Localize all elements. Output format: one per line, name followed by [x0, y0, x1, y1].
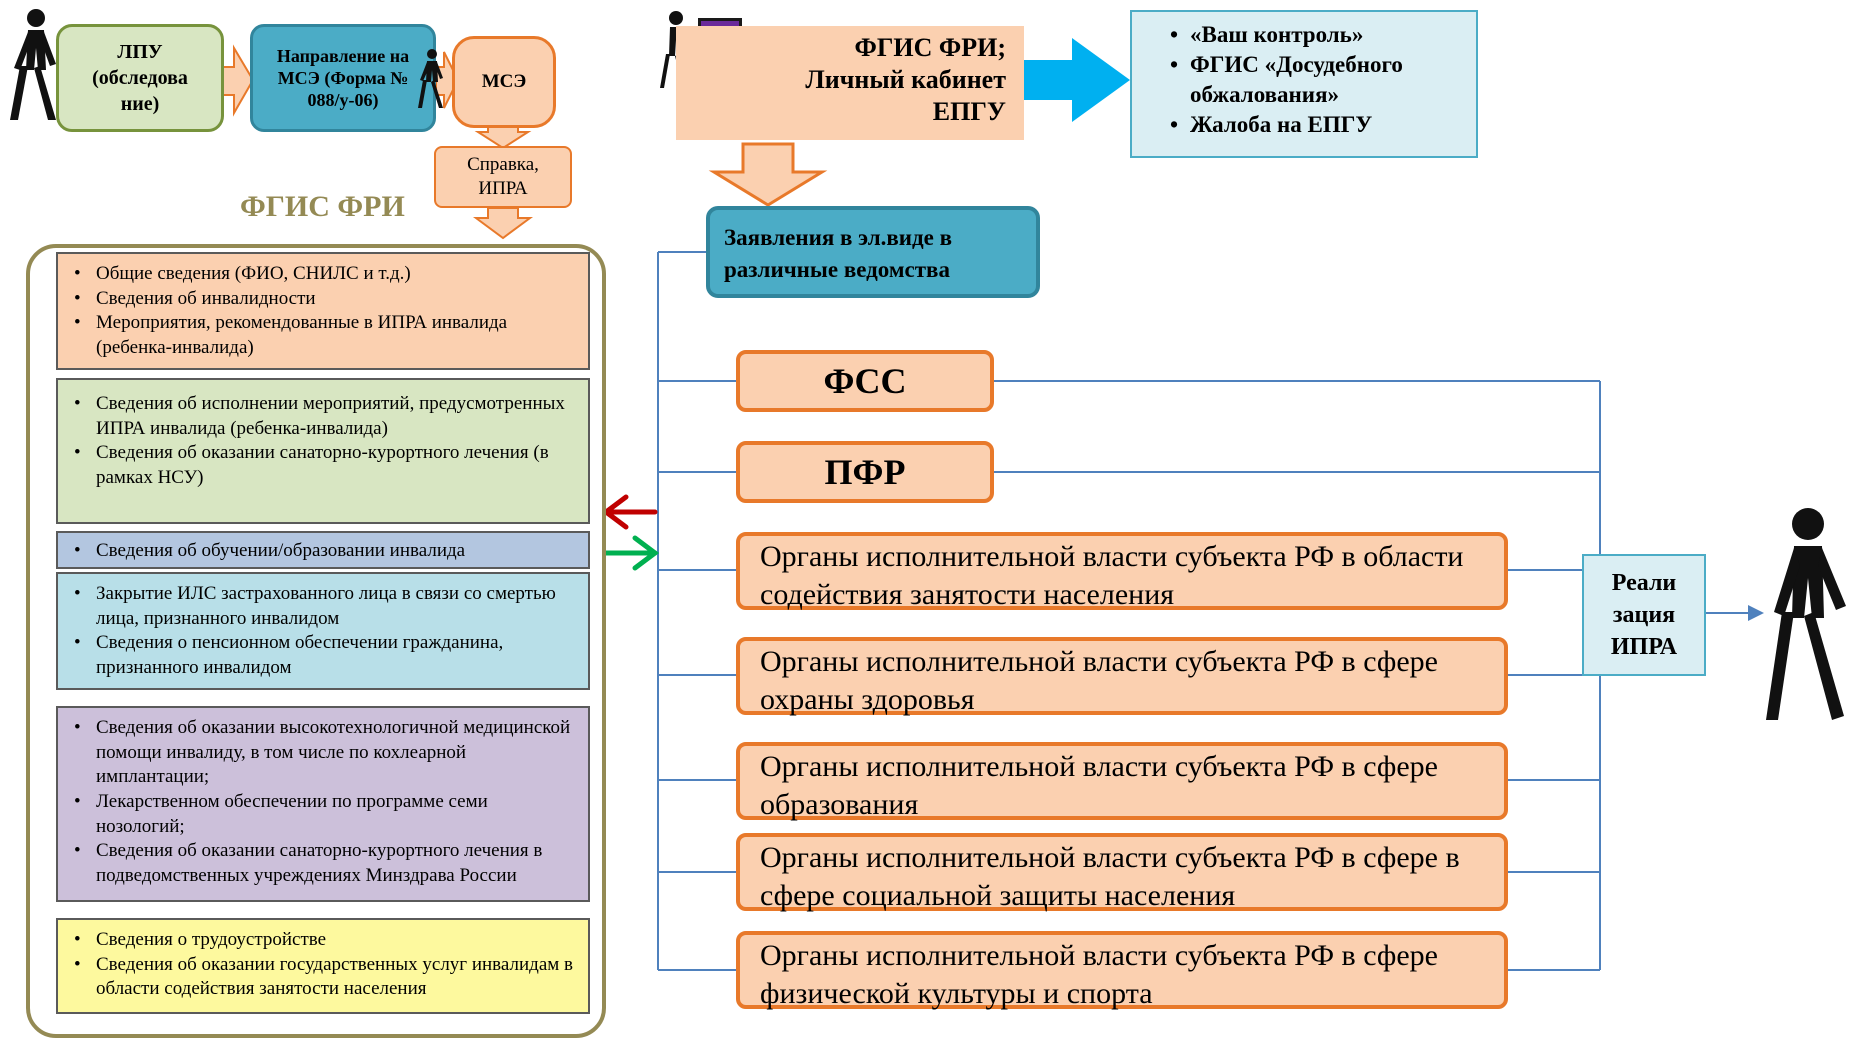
fgis-fri-title: ФГИС ФРИ — [240, 190, 405, 223]
cabinet-box: ФГИС ФРИ; Личный кабинет ЕПГУ — [676, 26, 1024, 140]
org-box-sport: Органы исполнительной власти субъекта РФ… — [736, 931, 1508, 1010]
panel-section-employment: Сведения о трудоустройстве Сведения об о… — [56, 918, 590, 1014]
org-box-education: Органы исполнительной власти субъекта РФ… — [736, 742, 1508, 821]
panel-section-education: Сведения об обучении/образовании инвалид… — [56, 531, 590, 569]
org-box-health: Органы исполнительной власти субъекта РФ… — [736, 637, 1508, 716]
result-arrowhead — [1748, 605, 1764, 621]
pfr-box: ПФР — [736, 441, 994, 503]
panel-section-pension: Закрытие ИЛС застрахованного лица в связ… — [56, 572, 590, 690]
red-arrow — [601, 494, 658, 530]
list-item: Сведения об оказании санаторно-курортног… — [74, 839, 578, 888]
panel-section-execution: Сведения об исполнении мероприятий, пред… — [56, 378, 590, 524]
complaint-item: «Ваш контроль» — [1170, 20, 1466, 50]
list-item: Закрытие ИЛС застрахованного лица в связ… — [74, 582, 578, 631]
org-label: Органы исполнительной власти субъекта РФ… — [760, 750, 1438, 821]
cyan-arrow — [1024, 38, 1130, 122]
walking-person-icon — [1766, 508, 1846, 720]
list-item: Лекарственном обеспечении по программе с… — [74, 790, 578, 839]
org-label: Органы исполнительной власти субъекта РФ… — [760, 939, 1438, 1010]
list-item: Общие сведения (ФИО, СНИЛС и т.д.) — [74, 262, 578, 287]
list-item: Сведения о пенсионном обеспечении гражда… — [74, 631, 578, 680]
org-label: Органы исполнительной власти субъекта РФ… — [760, 540, 1464, 611]
spravka-label: Справка, ИПРА — [467, 154, 539, 199]
applications-box: Заявления в эл.виде в различные ведомств… — [706, 206, 1040, 298]
org-label: Органы исполнительной власти субъекта РФ… — [760, 841, 1460, 912]
walking-person-icon — [10, 9, 56, 120]
panel-section-general: Общие сведения (ФИО, СНИЛС и т.д.) Сведе… — [56, 252, 590, 370]
mse-label: МСЭ — [481, 71, 527, 92]
direction-box: Направление на МСЭ (Форма № 088/у-06) — [250, 24, 436, 132]
spravka-box: Справка, ИПРА — [434, 146, 572, 208]
list-item: Мероприятия, рекомендованные в ИПРА инва… — [74, 311, 578, 360]
walking-person-icon — [418, 49, 443, 108]
lpu-box: ЛПУ (обследова ние) — [56, 24, 224, 132]
cabinet-line1: ФГИС ФРИ; — [854, 33, 1006, 62]
fss-box: ФСС — [736, 350, 994, 412]
list-item: Сведения об исполнении мероприятий, пред… — [74, 392, 578, 441]
result-box: Реали зация ИПРА — [1582, 554, 1706, 676]
complaints-box: «Ваш контроль» ФГИС «Досудебного обжалов… — [1130, 10, 1478, 158]
org-box-social: Органы исполнительной власти субъекта РФ… — [736, 833, 1508, 912]
green-arrow — [601, 535, 660, 571]
result-label: Реали зация ИПРА — [1610, 570, 1678, 660]
list-item: Сведения об оказании санаторно-курортног… — [74, 441, 578, 490]
down-arrow-spravka — [472, 207, 534, 240]
panel-section-health: Сведения об оказании высокотехнологичной… — [56, 706, 590, 902]
complaint-item: ФГИС «Досудебного обжалования» — [1170, 50, 1466, 110]
applications-label: Заявления в эл.виде в различные ведомств… — [724, 225, 953, 282]
pfr-label: ПФР — [824, 452, 906, 492]
lpu-label: ЛПУ (обследова ние) — [92, 41, 188, 115]
list-item: Сведения об обучении/образовании инвалид… — [74, 539, 578, 564]
cabinet-line3: ЕПГУ — [932, 97, 1006, 126]
fss-label: ФСС — [823, 361, 907, 401]
down-arrow-cabinet — [708, 142, 828, 207]
list-item: Сведения об инвалидности — [74, 287, 578, 312]
cabinet-line2: Личный кабинет — [805, 65, 1006, 94]
direction-label: Направление на МСЭ (Форма № 088/у-06) — [276, 46, 410, 110]
list-item: Сведения об оказании государственных усл… — [74, 953, 578, 1002]
list-item: Сведения о трудоустройстве — [74, 928, 578, 953]
mse-box: МСЭ — [452, 36, 556, 128]
flow-arrow-1 — [221, 44, 255, 117]
org-box-employment: Органы исполнительной власти субъекта РФ… — [736, 532, 1508, 611]
org-label: Органы исполнительной власти субъекта РФ… — [760, 645, 1438, 716]
list-item: Сведения об оказании высокотехнологичной… — [74, 716, 578, 790]
complaint-item: Жалоба на ЕПГУ — [1170, 110, 1466, 140]
